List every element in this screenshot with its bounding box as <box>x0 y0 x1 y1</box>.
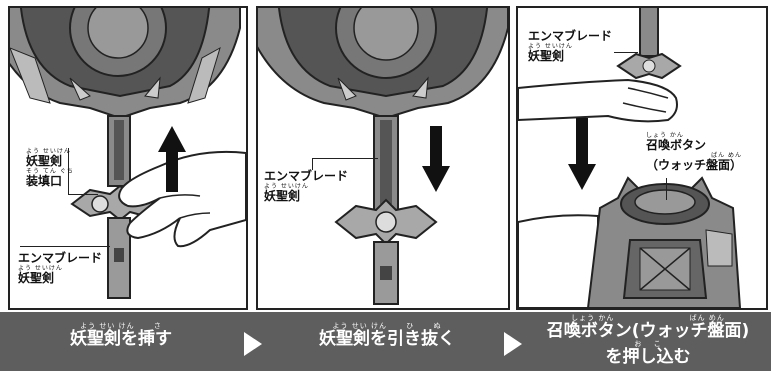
step-3-label: 召喚ボタン(ウォッチ盤面) <box>546 321 750 341</box>
blade-label: エンマブレード よう せいけん 妖聖剣 <box>528 30 612 63</box>
blade-label-ruby: よう せいけん <box>528 43 573 50</box>
button-label-ruby2: ばん めん <box>711 152 743 159</box>
leader-line <box>20 246 110 247</box>
button-label-line2: （ウォッチ盤面） <box>646 158 743 172</box>
slot-label-ruby2: そう てん ぐち <box>26 168 74 175</box>
blade-label: エンマブレード よう せいけん 妖聖剣 <box>18 252 102 285</box>
step-2-label: 妖聖剣を引き抜く <box>319 329 455 349</box>
leader-line <box>68 194 98 195</box>
leader-line <box>312 158 378 159</box>
hand-illustration <box>118 150 246 248</box>
blade-label-line1: エンマブレード <box>264 169 349 183</box>
up-arrow-icon <box>158 126 186 192</box>
slot-label: よう せいけん 妖聖剣 そう てん ぐち 装填口 <box>26 148 74 188</box>
blade-label: エンマブレード よう せいけん 妖聖剣 <box>264 170 348 203</box>
step-arrow-icon <box>244 332 262 356</box>
step-3-ruby: しょう かん ばん めん <box>571 314 725 322</box>
sword-illustration <box>334 115 438 305</box>
button-label-line1: 召喚ボタン <box>646 138 707 152</box>
button-label: しょう かん 召喚ボタン ばん めん （ウォッチ盤面） <box>646 132 742 172</box>
blade-label-line2: 妖聖剣 <box>264 189 301 203</box>
panel3-illustration <box>518 8 742 308</box>
step-3-label2: を押し込む <box>605 347 691 367</box>
step-1-caption: よう せい けん さ 妖聖剣を挿す <box>36 322 206 348</box>
slot-label-line1: 妖聖剣 <box>26 154 63 168</box>
blade-label-line1: エンマブレード <box>18 251 103 265</box>
button-label-ruby: しょう かん <box>646 132 684 139</box>
leader-line <box>68 148 69 194</box>
blade-label-ruby: よう せいけん <box>264 183 309 190</box>
panel-insert-sword: よう せいけん 妖聖剣 そう てん ぐち 装填口 エンマブレード よう せいけん… <box>8 6 248 310</box>
step-2-caption: よう せい けん ひ ぬ 妖聖剣を引き抜く <box>292 322 482 348</box>
panel2-illustration <box>258 8 508 305</box>
watch-face-illustration <box>258 8 508 120</box>
watch-face-illustration <box>10 8 241 120</box>
step-arrow-icon <box>504 332 522 356</box>
watch-device-illustration <box>518 176 742 308</box>
blade-label-line1: エンマブレード <box>528 29 613 43</box>
panel-press-button: エンマブレード よう せいけん 妖聖剣 しょう かん 召喚ボタン ばん めん （… <box>516 6 768 310</box>
slot-label-ruby: よう せいけん <box>26 148 71 155</box>
step-3-ruby2: お こ <box>634 340 662 348</box>
leader-line <box>614 52 638 53</box>
leader-line <box>666 178 667 200</box>
slot-label-line2: 装填口 <box>26 174 63 188</box>
panel1-illustration <box>10 8 246 299</box>
down-arrow-icon <box>422 126 450 192</box>
step-1-ruby: よう せい けん さ <box>80 322 162 330</box>
down-arrow-icon <box>568 118 596 190</box>
panel-pull-sword: エンマブレード よう せいけん 妖聖剣 <box>256 6 510 310</box>
step-1-label: 妖聖剣を挿す <box>70 329 172 349</box>
steps-bar <box>0 312 771 371</box>
blade-label-line2: 妖聖剣 <box>18 271 55 285</box>
leader-line <box>312 158 313 170</box>
blade-label-line2: 妖聖剣 <box>528 49 565 63</box>
step-3-caption: しょう かん ばん めん 召喚ボタン(ウォッチ盤面) お こ を押し込む <box>534 314 762 366</box>
sword-in-hand-illustration <box>518 8 682 123</box>
blade-label-ruby: よう せいけん <box>18 265 63 272</box>
step-2-ruby: よう せい けん ひ ぬ <box>332 322 442 330</box>
